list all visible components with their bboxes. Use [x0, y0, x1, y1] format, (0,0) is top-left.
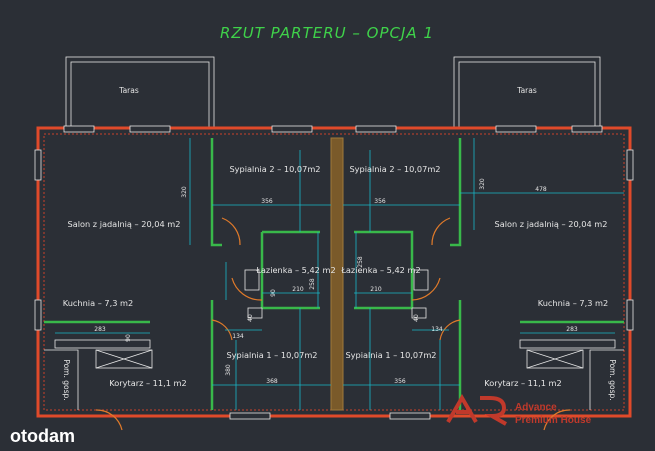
brand-line1: Advance	[515, 402, 557, 413]
dim-40a: 40	[247, 314, 254, 322]
room-sypialnia1-right: Sypialnia 1 – 10,07m2	[345, 350, 436, 360]
room-pom-gosp-left: Pom. gosp.	[62, 359, 71, 400]
wall-bedroom2-right	[450, 138, 462, 247]
room-korytarz-left: Korytarz – 11,1 m2	[109, 378, 186, 388]
room-lazienka-right: Łazienka – 5,42 m2	[340, 265, 420, 275]
dim-356a: 356	[261, 198, 273, 205]
room-lazienka-left: Łazienka – 5,42 m2	[255, 265, 335, 275]
utility-left-wall	[44, 349, 79, 410]
door-bedroom2-right	[431, 217, 451, 246]
storage-right	[526, 349, 584, 369]
door-entrance-left	[95, 409, 123, 431]
dim-90a: 90	[270, 289, 277, 297]
room-sypialnia2-right: Sypialnia 2 – 10,07m2	[349, 164, 440, 174]
dim-258a: 258	[309, 278, 316, 290]
dim-320b: 320	[479, 178, 486, 190]
dim-380: 380	[225, 364, 232, 376]
party-wall	[330, 137, 344, 411]
dim-368: 368	[266, 378, 278, 385]
fixture-right	[413, 269, 429, 291]
door-bath-left	[231, 277, 263, 301]
dim-134b: 134	[431, 326, 443, 333]
wall-bathrooms	[260, 230, 414, 308]
counter-right	[519, 339, 616, 349]
storage-left	[95, 349, 153, 369]
wc-left	[247, 307, 263, 319]
counter-left	[54, 339, 151, 349]
dim-210a: 210	[292, 286, 304, 293]
window-bottom-2	[389, 412, 431, 420]
dim-478: 478	[535, 186, 547, 193]
dim-210b: 210	[370, 286, 382, 293]
door-bedroom1-left	[211, 319, 233, 341]
brand-logo	[446, 394, 507, 426]
room-sypialnia2-left: Sypialnia 2 – 10,07m2	[229, 164, 320, 174]
room-kuchnia-right: Kuchnia – 7,3 m2	[538, 298, 608, 308]
utility-right-wall	[589, 349, 624, 410]
window-right-1	[626, 149, 634, 181]
brand-logo-mark-a	[446, 394, 478, 424]
room-korytarz-right: Korytarz – 11,1 m2	[484, 378, 561, 388]
window-left-1	[34, 149, 42, 181]
dim-134a: 134	[232, 333, 244, 340]
fixture-left	[244, 269, 260, 291]
window-top-2	[129, 125, 171, 133]
brand-line2: Premium House	[515, 415, 592, 426]
dim-90b: 90	[125, 334, 132, 342]
door-bath-right	[411, 277, 441, 301]
room-salon-left: Salon z jadalnią – 20,04 m2	[68, 219, 181, 229]
brand-logo-mark-p	[480, 396, 507, 426]
door-entrance-right	[543, 409, 571, 431]
window-top-6	[571, 125, 603, 133]
door-bedroom1-right	[439, 319, 461, 341]
room-pom-gosp-right: Pom. gosp.	[608, 359, 617, 400]
storage-left-x	[95, 349, 153, 369]
watermark-otodam: otodam	[10, 426, 75, 446]
window-bottom-1	[229, 412, 271, 420]
dim-258b: 258	[357, 256, 364, 268]
window-top-3	[271, 125, 313, 133]
window-top-1	[63, 125, 95, 133]
window-left-2	[34, 299, 42, 331]
dim-283a: 283	[94, 326, 106, 333]
dim-320a: 320	[181, 186, 188, 198]
window-right-2	[626, 299, 634, 331]
window-top-5	[495, 125, 537, 133]
wall-bedroom2-left	[210, 138, 222, 247]
wc-right	[411, 307, 427, 319]
door-bedroom2-left	[221, 217, 241, 246]
wall-bedroom1	[210, 300, 462, 410]
dim-356b: 356	[374, 198, 386, 205]
room-salon-right: Salon z jadalnią – 20,04 m2	[495, 219, 608, 229]
terrace-right-label: Taras	[516, 86, 537, 95]
dim-40b: 40	[413, 314, 420, 322]
storage-right-x	[526, 349, 584, 369]
drawing-title: RZUT PARTERU – OPCJA 1	[220, 24, 434, 42]
dim-283b: 283	[566, 326, 578, 333]
dim-356c: 356	[394, 378, 406, 385]
room-sypialnia1-left: Sypialnia 1 – 10,07m2	[226, 350, 317, 360]
outer-wall	[36, 126, 632, 418]
window-top-4	[355, 125, 397, 133]
room-kuchnia-left: Kuchnia – 7,3 m2	[63, 298, 133, 308]
terrace-left-label: Taras	[118, 86, 139, 95]
